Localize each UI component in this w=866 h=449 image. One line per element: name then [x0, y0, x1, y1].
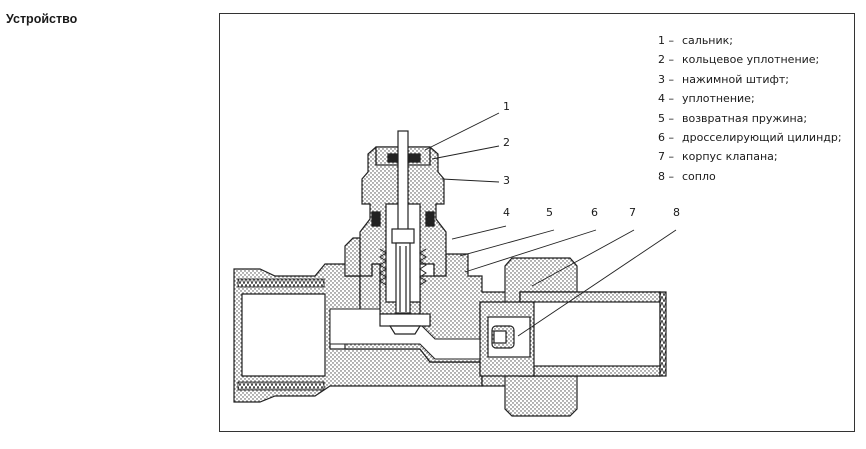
legend-item: 7 –корпус клапана;: [658, 150, 778, 164]
callout-3: 3: [503, 174, 510, 187]
callout-8: 8: [673, 206, 680, 219]
legend-item: 3 –нажимной штифт;: [658, 72, 789, 86]
valve-diagram-frame: 1 2 3 4 5 6 7 8 1 –сальник; 2 –кольцевое…: [219, 13, 855, 432]
legend-item: 6 –дросселирующий цилиндр;: [658, 131, 842, 145]
section-heading: Устройство: [6, 12, 78, 26]
callout-5: 5: [546, 206, 553, 219]
callout-leaders: [424, 112, 677, 337]
callout-6: 6: [591, 206, 598, 219]
legend-item: 8 –сопло: [658, 169, 716, 183]
legend-item: 4 –уплотнение;: [658, 92, 755, 106]
legend-item: 5 –возвратная пружина;: [658, 111, 808, 125]
nozzle-assembly: [479, 301, 535, 377]
callout-2: 2: [503, 136, 510, 149]
valve-cross-section-diagram: 1 2 3 4 5 6 7 8: [233, 100, 680, 417]
callout-1: 1: [503, 100, 510, 113]
tailpiece: [519, 291, 661, 377]
legend-item: 1 –сальник;: [658, 34, 733, 47]
parts-legend: 1 –сальник; 2 –кольцевое уплотнение; 3 –…: [658, 31, 842, 186]
bonnet-assembly: [359, 130, 447, 335]
callout-7: 7: [629, 206, 636, 219]
callout-4: 4: [503, 206, 510, 219]
legend-item: 2 –кольцевое уплотнение;: [658, 53, 820, 67]
